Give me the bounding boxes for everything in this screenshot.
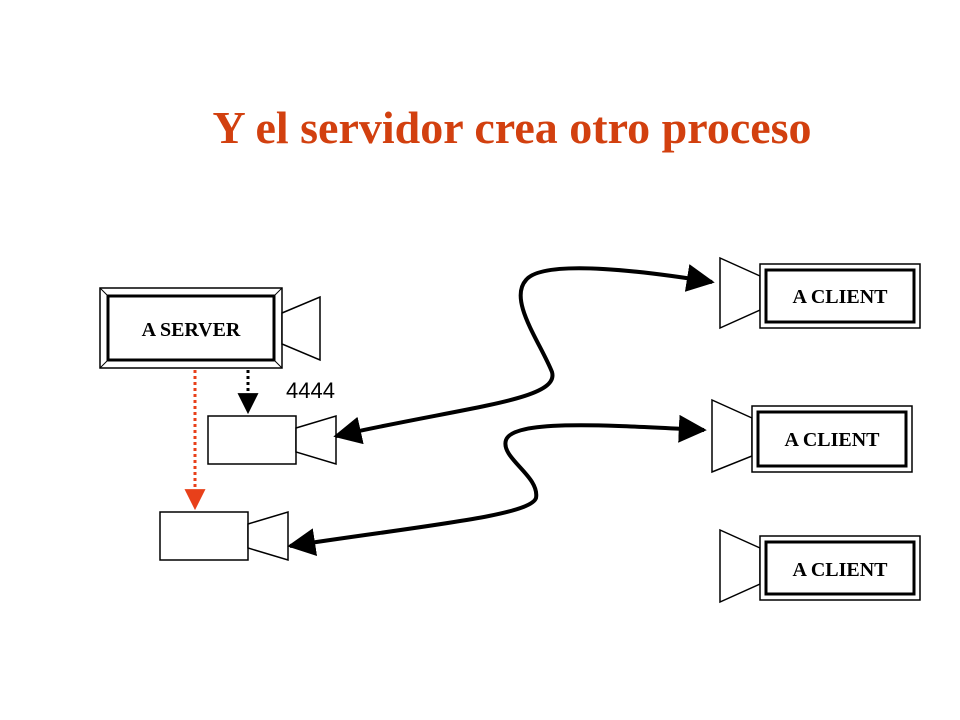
client-label: A CLIENT [784,429,880,451]
client-node-1: A CLIENT [719,256,921,330]
process-socket-cone [247,510,289,562]
client-label: A CLIENT [792,286,888,308]
page-title: Y el servidor crea otro proceso [212,102,811,153]
client-frame-inner [756,410,908,468]
server-bevel [273,359,283,369]
spawned-process-1 [207,414,337,466]
client-label: A CLIENT [792,559,888,581]
client-socket-cone [719,256,761,330]
process-box [159,511,249,561]
server-node: A SERVER [99,287,321,369]
connection-line-2 [287,414,707,557]
server-socket-cone [281,295,321,362]
server-bevel [99,359,109,369]
spawned-process-2 [159,510,289,562]
client-node-2: A CLIENT [711,398,913,474]
process-socket-cone [295,414,337,466]
server-bevel [273,287,283,297]
process-box [207,415,297,465]
client-node-3: A CLIENT [719,528,921,604]
server-bevel [99,287,109,297]
server-label: A SERVER [142,319,241,341]
client-socket-cone [719,528,761,604]
port-label: 4444 [286,378,335,403]
client-frame-inner [764,540,916,596]
client-frame-inner [764,268,916,324]
server-frame-inner [106,294,276,362]
connection-line-1 [333,264,715,445]
client-socket-cone [711,398,753,474]
